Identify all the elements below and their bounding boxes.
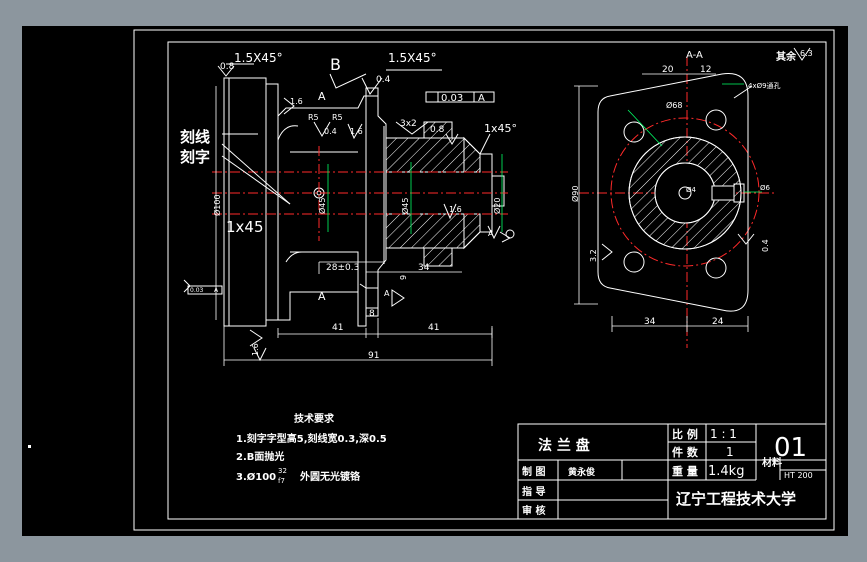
part-name: 法 兰 盘 — [538, 437, 590, 454]
r5-label: R5 — [308, 113, 319, 122]
drawing-canvas: 0.8 1.5X45° B 1.5X45° 0.4 A A 1.6 R5 R5 … — [28, 29, 835, 531]
dim-28: 28±0.3 — [326, 263, 359, 273]
dim-34a: 34 — [418, 263, 430, 273]
chamfer-small-label: 1x45° — [484, 122, 517, 135]
rough-16c-label: 1.6 — [251, 343, 260, 356]
rough-04b-label: 0.4 — [324, 127, 337, 136]
rough-16a-label: 1.6 — [290, 97, 303, 106]
drawn-label: 制 图 — [522, 465, 545, 478]
weight-label: 重 量 — [672, 464, 698, 478]
dim-dia20: Ø20 — [492, 198, 502, 214]
scale-value: 1 : 1 — [710, 427, 737, 441]
material-value: HT 200 — [784, 471, 813, 480]
leaders-green — [327, 83, 762, 234]
rough-32-label: 3.2 — [589, 249, 598, 262]
dim-12: 12 — [700, 65, 711, 75]
requirements-title: 技术要求 — [294, 412, 335, 425]
leader-lines — [183, 47, 811, 362]
section-view-a — [597, 72, 749, 312]
weight-value: 1.4kg — [708, 464, 744, 479]
roughness-note-value: 6.3 — [800, 49, 813, 58]
rough-04c-label: 0.4 — [761, 239, 770, 252]
material-label: 材料 — [762, 456, 782, 469]
requirement-item-3: 3.Ø100 — [236, 471, 276, 483]
requirement-item-4: 外圆无光镀铬 — [299, 470, 361, 483]
chamfer-right-label: 1.5X45° — [388, 51, 437, 65]
title-block — [517, 423, 827, 520]
rough-08b-label: 0.8 — [430, 125, 445, 135]
dim-8: 8 — [369, 309, 375, 319]
tolerance-datum-left: A — [214, 287, 219, 294]
side-view — [223, 77, 505, 327]
dim-91: 91 — [368, 351, 379, 361]
roughness-note: 其余 — [776, 50, 797, 63]
dim-24: 24 — [712, 317, 724, 327]
review-label: 审 核 — [522, 504, 545, 517]
view-letter-a-top: A — [318, 90, 326, 103]
engrave-line-label: 刻线 — [180, 128, 210, 146]
dimension-lines — [215, 73, 749, 366]
title-block-text: 法 兰 盘 比 例 1 : 1 件 数 1 重 量 1.4kg 01 材料 HT… — [522, 427, 813, 517]
inner-frame — [167, 41, 827, 520]
tolerance-datum: A — [478, 93, 485, 104]
section-letter-a2: A — [488, 229, 494, 238]
dim-dia45b: Ø45 — [400, 198, 410, 214]
requirement-item-2: 2.B面抛光 — [236, 450, 284, 463]
dim-dia4: Ø4 — [686, 186, 697, 194]
dim-34b: 34 — [644, 317, 656, 327]
chamfer-left-label: 1.5X45° — [234, 51, 283, 65]
outer-frame — [133, 29, 835, 531]
view-letter-b: B — [330, 55, 341, 74]
dim-holes: 4xØ9通孔 — [748, 81, 781, 90]
r5-label-b: R5 — [332, 113, 343, 122]
dim-dia45a: Ø45 — [317, 198, 327, 214]
rough-08a-label: 0.8 — [220, 62, 235, 72]
drawn-name: 黄永俊 — [568, 466, 595, 478]
drawing-number: 01 — [774, 433, 807, 463]
dim-41b: 41 — [428, 323, 439, 333]
tolerance-left: 0.03 — [190, 287, 204, 294]
engrave-text-label: 刻字 — [180, 148, 210, 166]
section-letter-a1: A — [384, 289, 390, 298]
scale-label: 比 例 — [672, 427, 698, 441]
qty-value: 1 — [726, 445, 734, 459]
dim-dia68: Ø68 — [666, 100, 682, 110]
dim-9: 9 — [399, 275, 408, 280]
rough-16c-b-label: 1.6 — [449, 205, 462, 214]
dim-dia6: Ø6 — [760, 184, 771, 192]
section-label: A-A — [686, 50, 703, 61]
snap-point — [28, 445, 31, 448]
chamfer-big-label: 1x45 — [226, 218, 264, 236]
dim-20: 20 — [662, 65, 674, 75]
dim-3x2: 3x2 — [400, 119, 417, 129]
dim-41a: 41 — [332, 323, 343, 333]
requirement-item-1: 1.刻字字型高5,刻线宽0.3,深0.5 — [236, 432, 387, 445]
rough-04a-label: 0.4 — [376, 75, 391, 85]
qty-label: 件 数 — [672, 445, 699, 459]
fraction-bottom: f7 — [278, 477, 285, 485]
cad-viewport[interactable]: 0.8 1.5X45° B 1.5X45° 0.4 A A 1.6 R5 R5 … — [22, 26, 848, 536]
technical-requirements: 技术要求 1.刻字字型高5,刻线宽0.3,深0.5 2.B面抛光 3.Ø100 … — [236, 412, 387, 485]
dim-dia90: Ø90 — [570, 186, 580, 202]
guide-label: 指 导 — [522, 485, 545, 498]
school-name: 辽宁工程技术大学 — [676, 490, 796, 508]
fraction-top: 32 — [278, 467, 287, 475]
drawing-labels: 0.8 1.5X45° B 1.5X45° 0.4 A A 1.6 R5 R5 … — [180, 49, 813, 361]
view-letter-a-bottom: A — [318, 290, 326, 303]
rough-16b-label: 1.6 — [350, 127, 363, 136]
dim-dia100: Ø100 — [212, 194, 222, 216]
tolerance-value: 0.03 — [441, 93, 463, 104]
